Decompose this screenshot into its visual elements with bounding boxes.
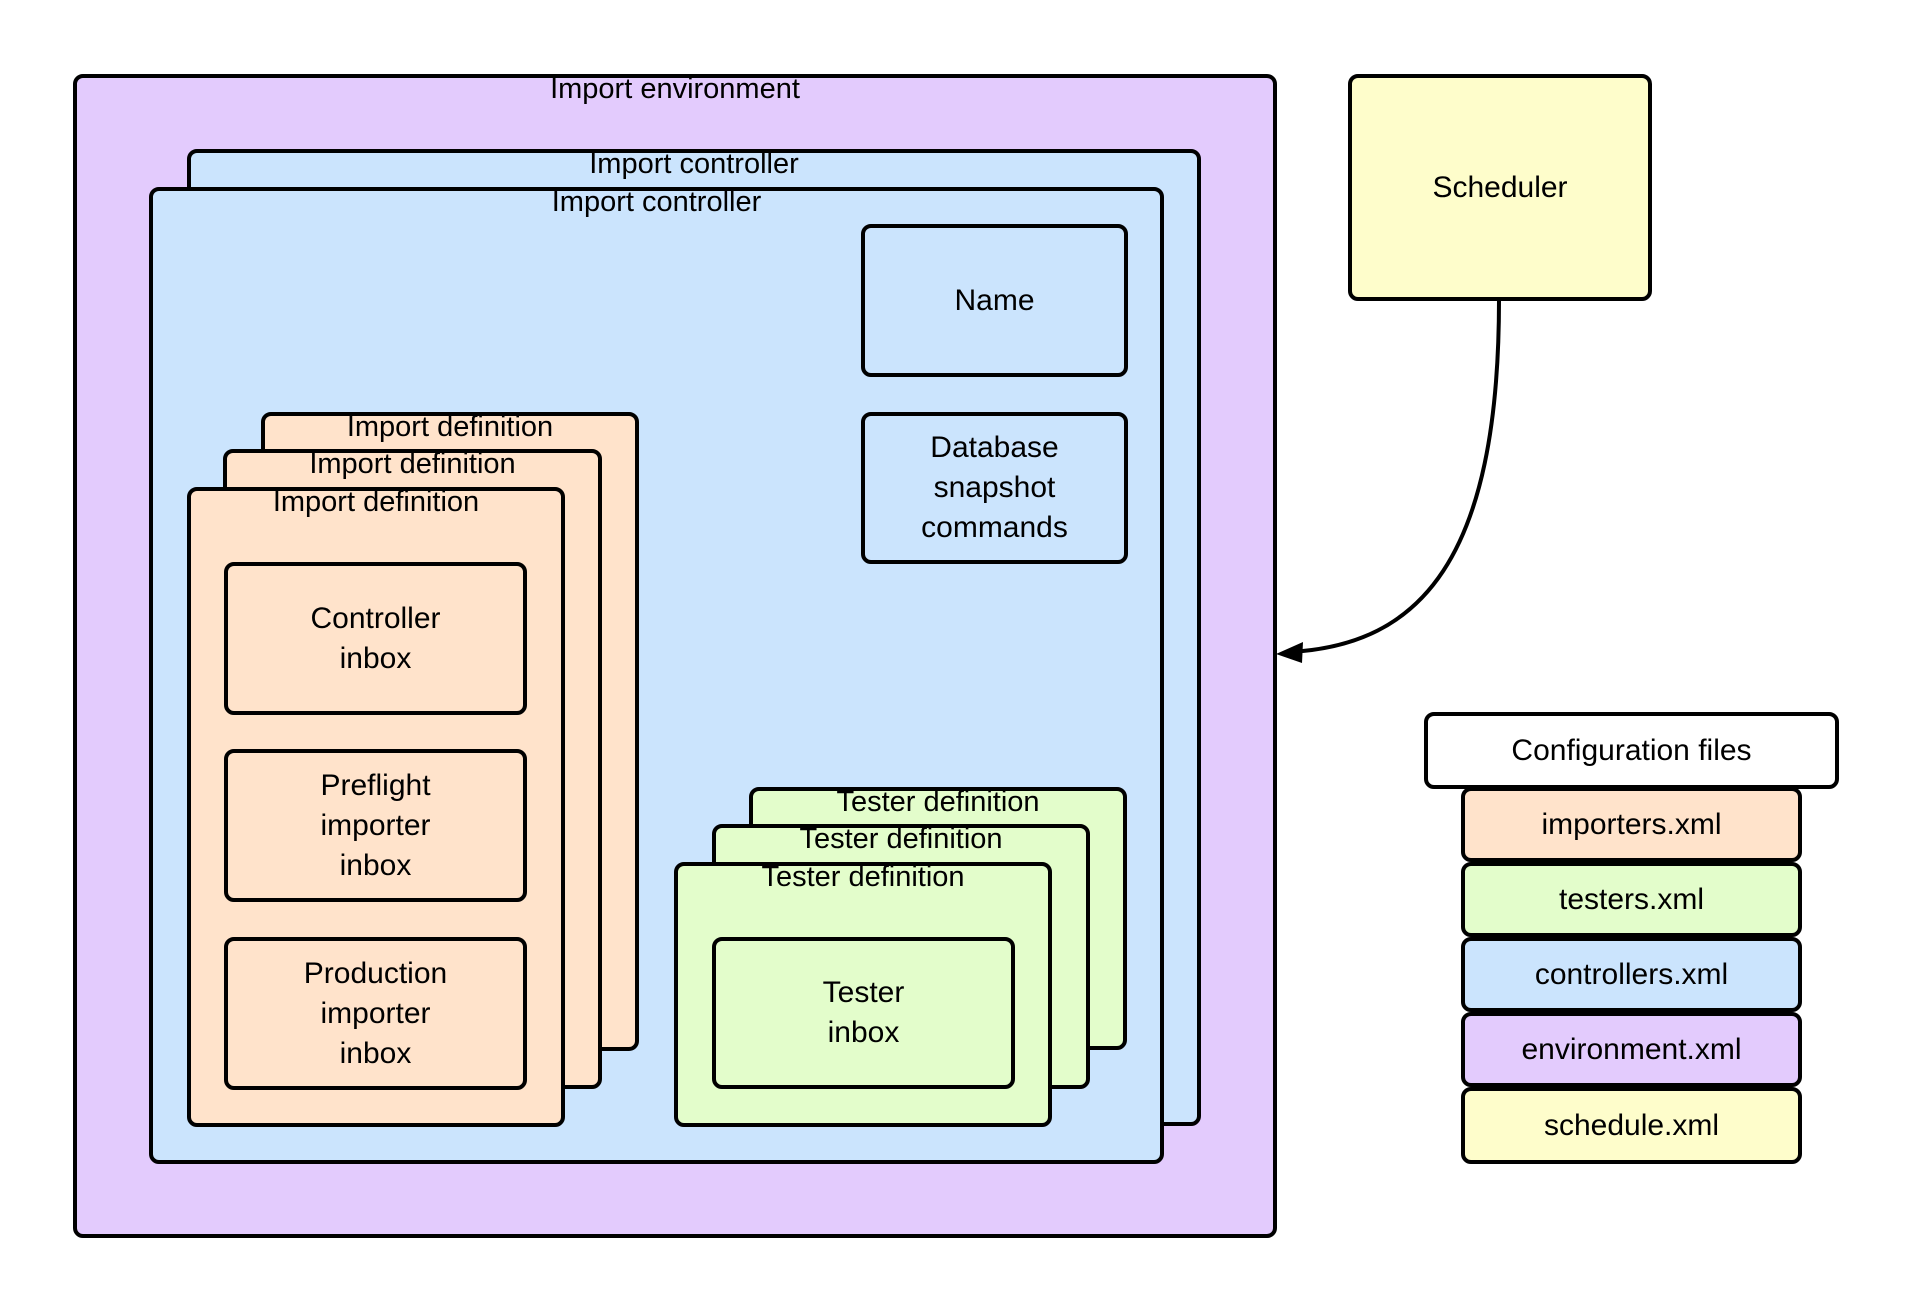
scheduler-label: Scheduler (1432, 170, 1568, 204)
controller-name-box[interactable]: Name (861, 224, 1128, 377)
database-snapshot-commands-label: Database snapshot commands (921, 431, 1068, 544)
import-environment-title: Import environment (550, 73, 800, 105)
config-file-name: testers.xml (1558, 882, 1705, 916)
config-file-environment[interactable]: environment.xml (1461, 1012, 1802, 1087)
tester-inbox-label: Tester inbox (822, 976, 905, 1049)
config-file-name: controllers.xml (1534, 957, 1729, 991)
import-controller-title: Import controller (589, 148, 799, 180)
production-importer-inbox-box[interactable]: Production importer inbox (224, 937, 527, 1090)
config-file-name: environment.xml (1521, 1032, 1742, 1066)
config-file-name: importers.xml (1541, 807, 1722, 841)
connector-curve (1289, 299, 1501, 654)
scheduler-box[interactable]: Scheduler (1348, 74, 1652, 301)
import-controller-title: Import controller (551, 186, 762, 218)
tester-inbox-box[interactable]: Tester inbox (712, 937, 1015, 1089)
import-definition-title: Import definition (272, 486, 480, 518)
configuration-files-header: Configuration files (1424, 712, 1839, 789)
config-file-testers[interactable]: testers.xml (1461, 862, 1802, 937)
controller-inbox-box[interactable]: Controller inbox (224, 562, 527, 715)
preflight-importer-inbox-box[interactable]: Preflight importer inbox (224, 749, 527, 902)
arrowhead-icon (1276, 642, 1303, 663)
database-snapshot-commands-box[interactable]: Database snapshot commands (861, 412, 1128, 564)
tester-definition-title: Tester definition (836, 786, 1040, 818)
preflight-importer-inbox-label: Preflight importer inbox (320, 768, 431, 882)
import-definition-title: Import definition (309, 448, 516, 480)
import-definition-title: Import definition (346, 411, 554, 443)
production-importer-inbox-label: Production importer inbox (303, 956, 448, 1070)
config-file-controllers[interactable]: controllers.xml (1461, 937, 1802, 1012)
configuration-files-title: Configuration files (1511, 733, 1752, 767)
tester-definition-title: Tester definition (761, 861, 965, 893)
config-file-schedule[interactable]: schedule.xml (1461, 1087, 1802, 1164)
controller-inbox-label: Controller inbox (310, 601, 441, 675)
config-file-importers[interactable]: importers.xml (1461, 787, 1802, 862)
tester-definition-title: Tester definition (799, 823, 1003, 855)
controller-name-label: Name (954, 283, 1035, 317)
config-file-name: schedule.xml (1543, 1108, 1720, 1142)
